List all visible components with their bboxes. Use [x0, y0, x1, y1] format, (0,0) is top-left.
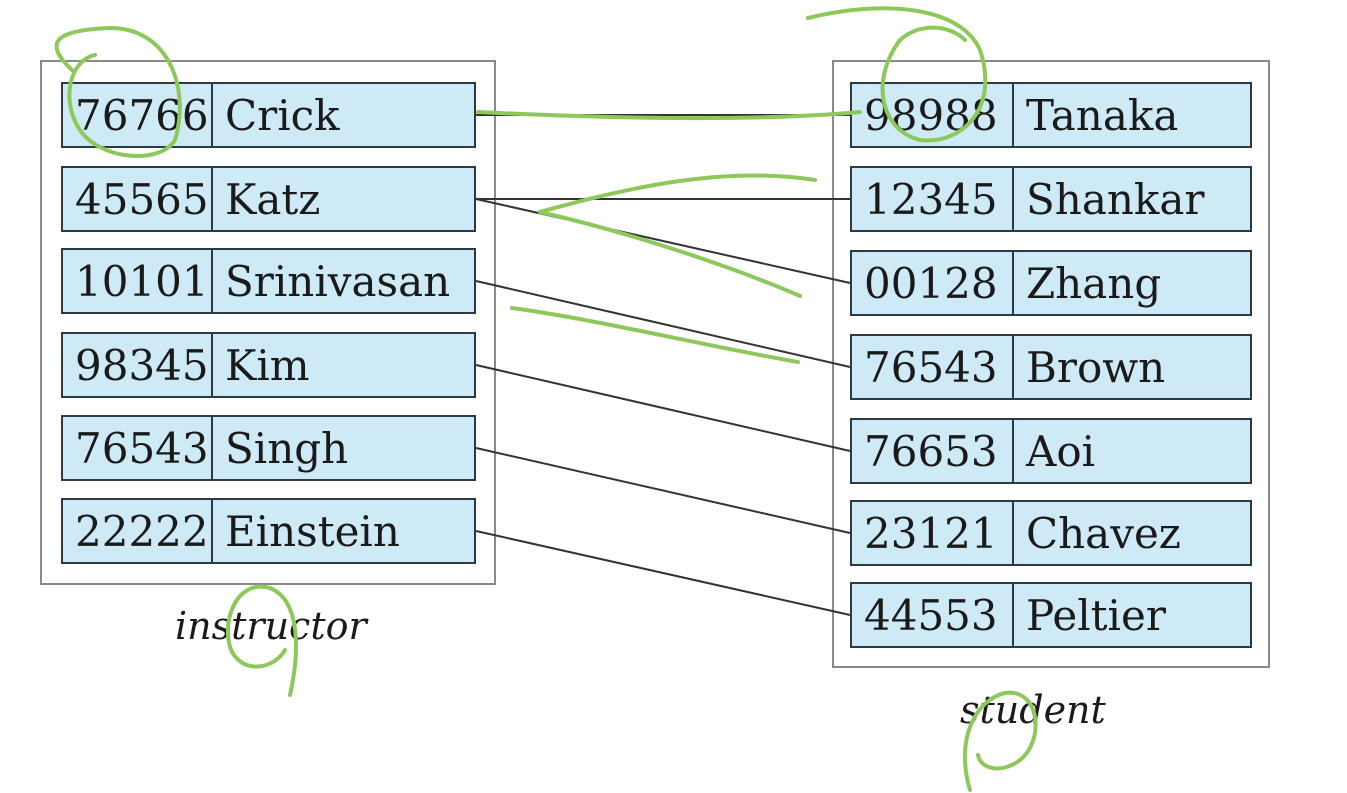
instructor-id: 10101 — [63, 250, 213, 312]
student-name: Brown — [1026, 342, 1166, 392]
student-name: Aoi — [1026, 426, 1096, 476]
advisor-link-line — [475, 447, 851, 534]
annotation-circle-instructor-caption — [226, 584, 298, 697]
handwritten-annotations — [54, 6, 1038, 792]
advisor-links — [475, 114, 851, 616]
annotation-circle-instructor-id — [54, 25, 182, 158]
instructor-id: 76543 — [63, 417, 213, 479]
advisor-link-line — [475, 280, 851, 368]
student-id: 76653 — [852, 420, 1014, 482]
instructor-row: 10101 Srinivasan — [61, 248, 476, 314]
instructor-name: Kim — [225, 340, 310, 390]
instructor-id: 98345 — [63, 334, 213, 396]
annotation-arrow-lower — [538, 210, 802, 298]
instructor-row: 76543 Singh — [61, 415, 476, 481]
annotation-arrow-upper — [538, 173, 817, 214]
annotation-underline-link — [476, 110, 862, 121]
instructor-row: 98345 Kim — [61, 332, 476, 398]
instructor-name: Srinivasan — [225, 256, 451, 306]
student-row: 98988 Tanaka — [850, 82, 1252, 148]
instructor-id: 76766 — [63, 84, 213, 146]
student-id: 00128 — [852, 252, 1014, 314]
instructor-name: Einstein — [225, 506, 400, 556]
annotation-stroke — [510, 306, 800, 364]
student-id: 12345 — [852, 168, 1014, 230]
annotation-circle-student-id — [806, 6, 988, 143]
instructor-name: Crick — [225, 90, 340, 140]
student-id: 23121 — [852, 502, 1014, 564]
student-row: 00128 Zhang — [850, 250, 1252, 316]
student-name: Shankar — [1026, 174, 1205, 224]
instructor-caption: instructor — [175, 604, 367, 648]
instructor-row: 76766 Crick — [61, 82, 476, 148]
advisor-link-line — [475, 530, 851, 616]
instructor-id: 45565 — [63, 168, 213, 230]
student-row: 12345 Shankar — [850, 166, 1252, 232]
student-name: Peltier — [1026, 590, 1166, 640]
student-row: 23121 Chavez — [850, 500, 1252, 566]
student-id: 76543 — [852, 336, 1014, 398]
student-row: 76543 Brown — [850, 334, 1252, 400]
student-name: Chavez — [1026, 508, 1181, 558]
instructor-row: 45565 Katz — [61, 166, 476, 232]
student-row: 76653 Aoi — [850, 418, 1252, 484]
instructor-id: 22222 — [63, 500, 213, 562]
advisor-link-line — [475, 198, 851, 284]
annotation-circle-student-caption — [962, 690, 1038, 792]
advisor-link-line — [475, 364, 851, 452]
student-name: Zhang — [1026, 258, 1162, 308]
student-id: 44553 — [852, 584, 1014, 646]
instructor-row: 22222 Einstein — [61, 498, 476, 564]
student-row: 44553 Peltier — [850, 582, 1252, 648]
instructor-name: Katz — [225, 174, 321, 224]
student-name: Tanaka — [1026, 90, 1179, 140]
instructor-name: Singh — [225, 423, 349, 473]
